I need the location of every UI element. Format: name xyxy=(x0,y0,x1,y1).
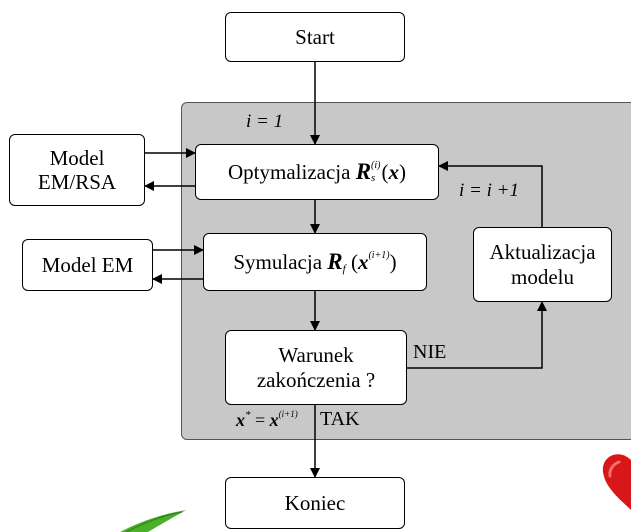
start-label: Start xyxy=(295,24,335,49)
init-label: i = 1 xyxy=(246,111,284,132)
result-eq: = xyxy=(250,410,270,430)
optimize-arg-x: x xyxy=(388,159,400,184)
simulate-sub: f xyxy=(342,262,346,275)
result-formula: x* = x(i+1) xyxy=(236,409,298,431)
model-em-rsa-line1: Model xyxy=(49,145,105,170)
model-em-node: Model EM xyxy=(22,239,153,291)
update-model-node: Aktualizacja modelu xyxy=(473,227,612,302)
arrow-update-to-optimize xyxy=(438,161,543,227)
optimize-sup: (i) xyxy=(371,159,381,171)
update-line2: modelu xyxy=(511,264,574,289)
simulate-arg-sup: (i+1) xyxy=(368,250,390,262)
simulate-arg-open: ( xyxy=(345,249,358,274)
result-x2: x xyxy=(269,410,279,430)
optimize-arg-open: ( xyxy=(381,159,389,184)
yes-label: TAK xyxy=(320,408,360,430)
no-label: NIE xyxy=(413,341,447,363)
simulate-arg-x: x xyxy=(357,249,369,274)
end-node: Koniec xyxy=(225,477,405,529)
simulate-prefix: Symulacja xyxy=(233,249,328,274)
arrow-condition-no-to-update xyxy=(407,301,547,369)
condition-line2: zakończenia ? xyxy=(256,367,376,392)
result-sup: (i+1) xyxy=(278,409,298,419)
optimize-prefix: Optymalizacja xyxy=(228,159,356,184)
end-label: Koniec xyxy=(284,490,346,515)
model-em-rsa-node: Model EM/RSA xyxy=(9,134,145,206)
simulate-node: Symulacja R f ( x (i+1) ) xyxy=(203,233,427,291)
simulate-symbol-R: R xyxy=(327,248,343,274)
model-em-label: Model EM xyxy=(41,252,134,277)
result-x: x xyxy=(236,410,245,430)
update-line1: Aktualizacja xyxy=(489,240,596,265)
result-star: * xyxy=(245,409,251,421)
increment-label: i = i +1 xyxy=(459,180,519,201)
model-em-rsa-line2: EM/RSA xyxy=(37,170,117,194)
simulate-arg-close: ) xyxy=(389,249,397,274)
optimize-script: (i) s xyxy=(371,159,381,184)
checkmark-icon xyxy=(120,510,186,532)
optimize-arg-close: ) xyxy=(399,159,406,184)
optimize-symbol-R: R xyxy=(355,158,372,184)
condition-line1: Warunek xyxy=(278,343,354,368)
start-node: Start xyxy=(225,12,405,62)
heart-icon xyxy=(602,454,631,510)
condition-node: Warunek zakończenia ? xyxy=(225,330,407,405)
optimize-node: Optymalizacja R (i) s ( x ) xyxy=(195,144,439,200)
optimize-sub: s xyxy=(371,171,376,184)
